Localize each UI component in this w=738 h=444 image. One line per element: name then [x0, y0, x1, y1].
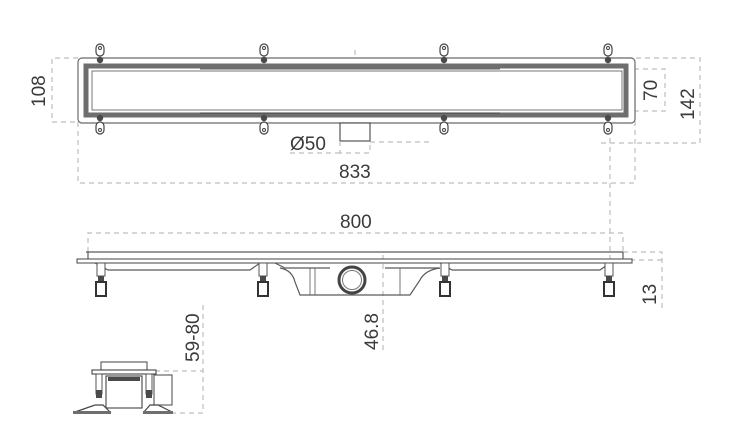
outlet-pipe	[339, 122, 371, 142]
outlet-height-label: 46.8	[362, 313, 383, 350]
mounting-tabs-bottom	[95, 114, 613, 135]
flange-profile	[76, 258, 633, 264]
outer-depth-label: 142	[678, 88, 699, 120]
outlet-dimension-lines	[339, 141, 371, 154]
grate-width-label: 70	[641, 80, 662, 101]
overall-length-label: 833	[339, 162, 371, 183]
adjustable-feet	[95, 262, 615, 297]
grate-frame	[83, 63, 629, 118]
grate-width-dimension-lines	[625, 68, 666, 112]
end-view: 59-80	[73, 305, 204, 414]
channel-profile	[105, 375, 143, 409]
grate-opening	[91, 70, 623, 111]
mounting-tabs-top	[95, 43, 613, 64]
width-label: 108	[29, 75, 50, 107]
flange-height-dimension-lines	[623, 251, 663, 310]
outlet-diameter-label: Ø50	[290, 134, 326, 155]
outlet-profile	[153, 374, 173, 406]
side-view: 800 13 46.8	[76, 212, 663, 350]
flange-height-label: 13	[640, 284, 661, 305]
channel-length-dimension-lines	[87, 232, 624, 252]
channel-length-label: 800	[340, 212, 372, 233]
outer-depth-dimension-lines	[600, 57, 701, 144]
width-dimension-lines	[51, 57, 78, 123]
adjustable-height-label: 59-80	[183, 313, 204, 362]
top-view: Ø50 833 108 70 142	[29, 43, 701, 300]
length-dimension-lines	[77, 92, 636, 184]
adjustable-height-dimension-lines	[170, 305, 204, 414]
